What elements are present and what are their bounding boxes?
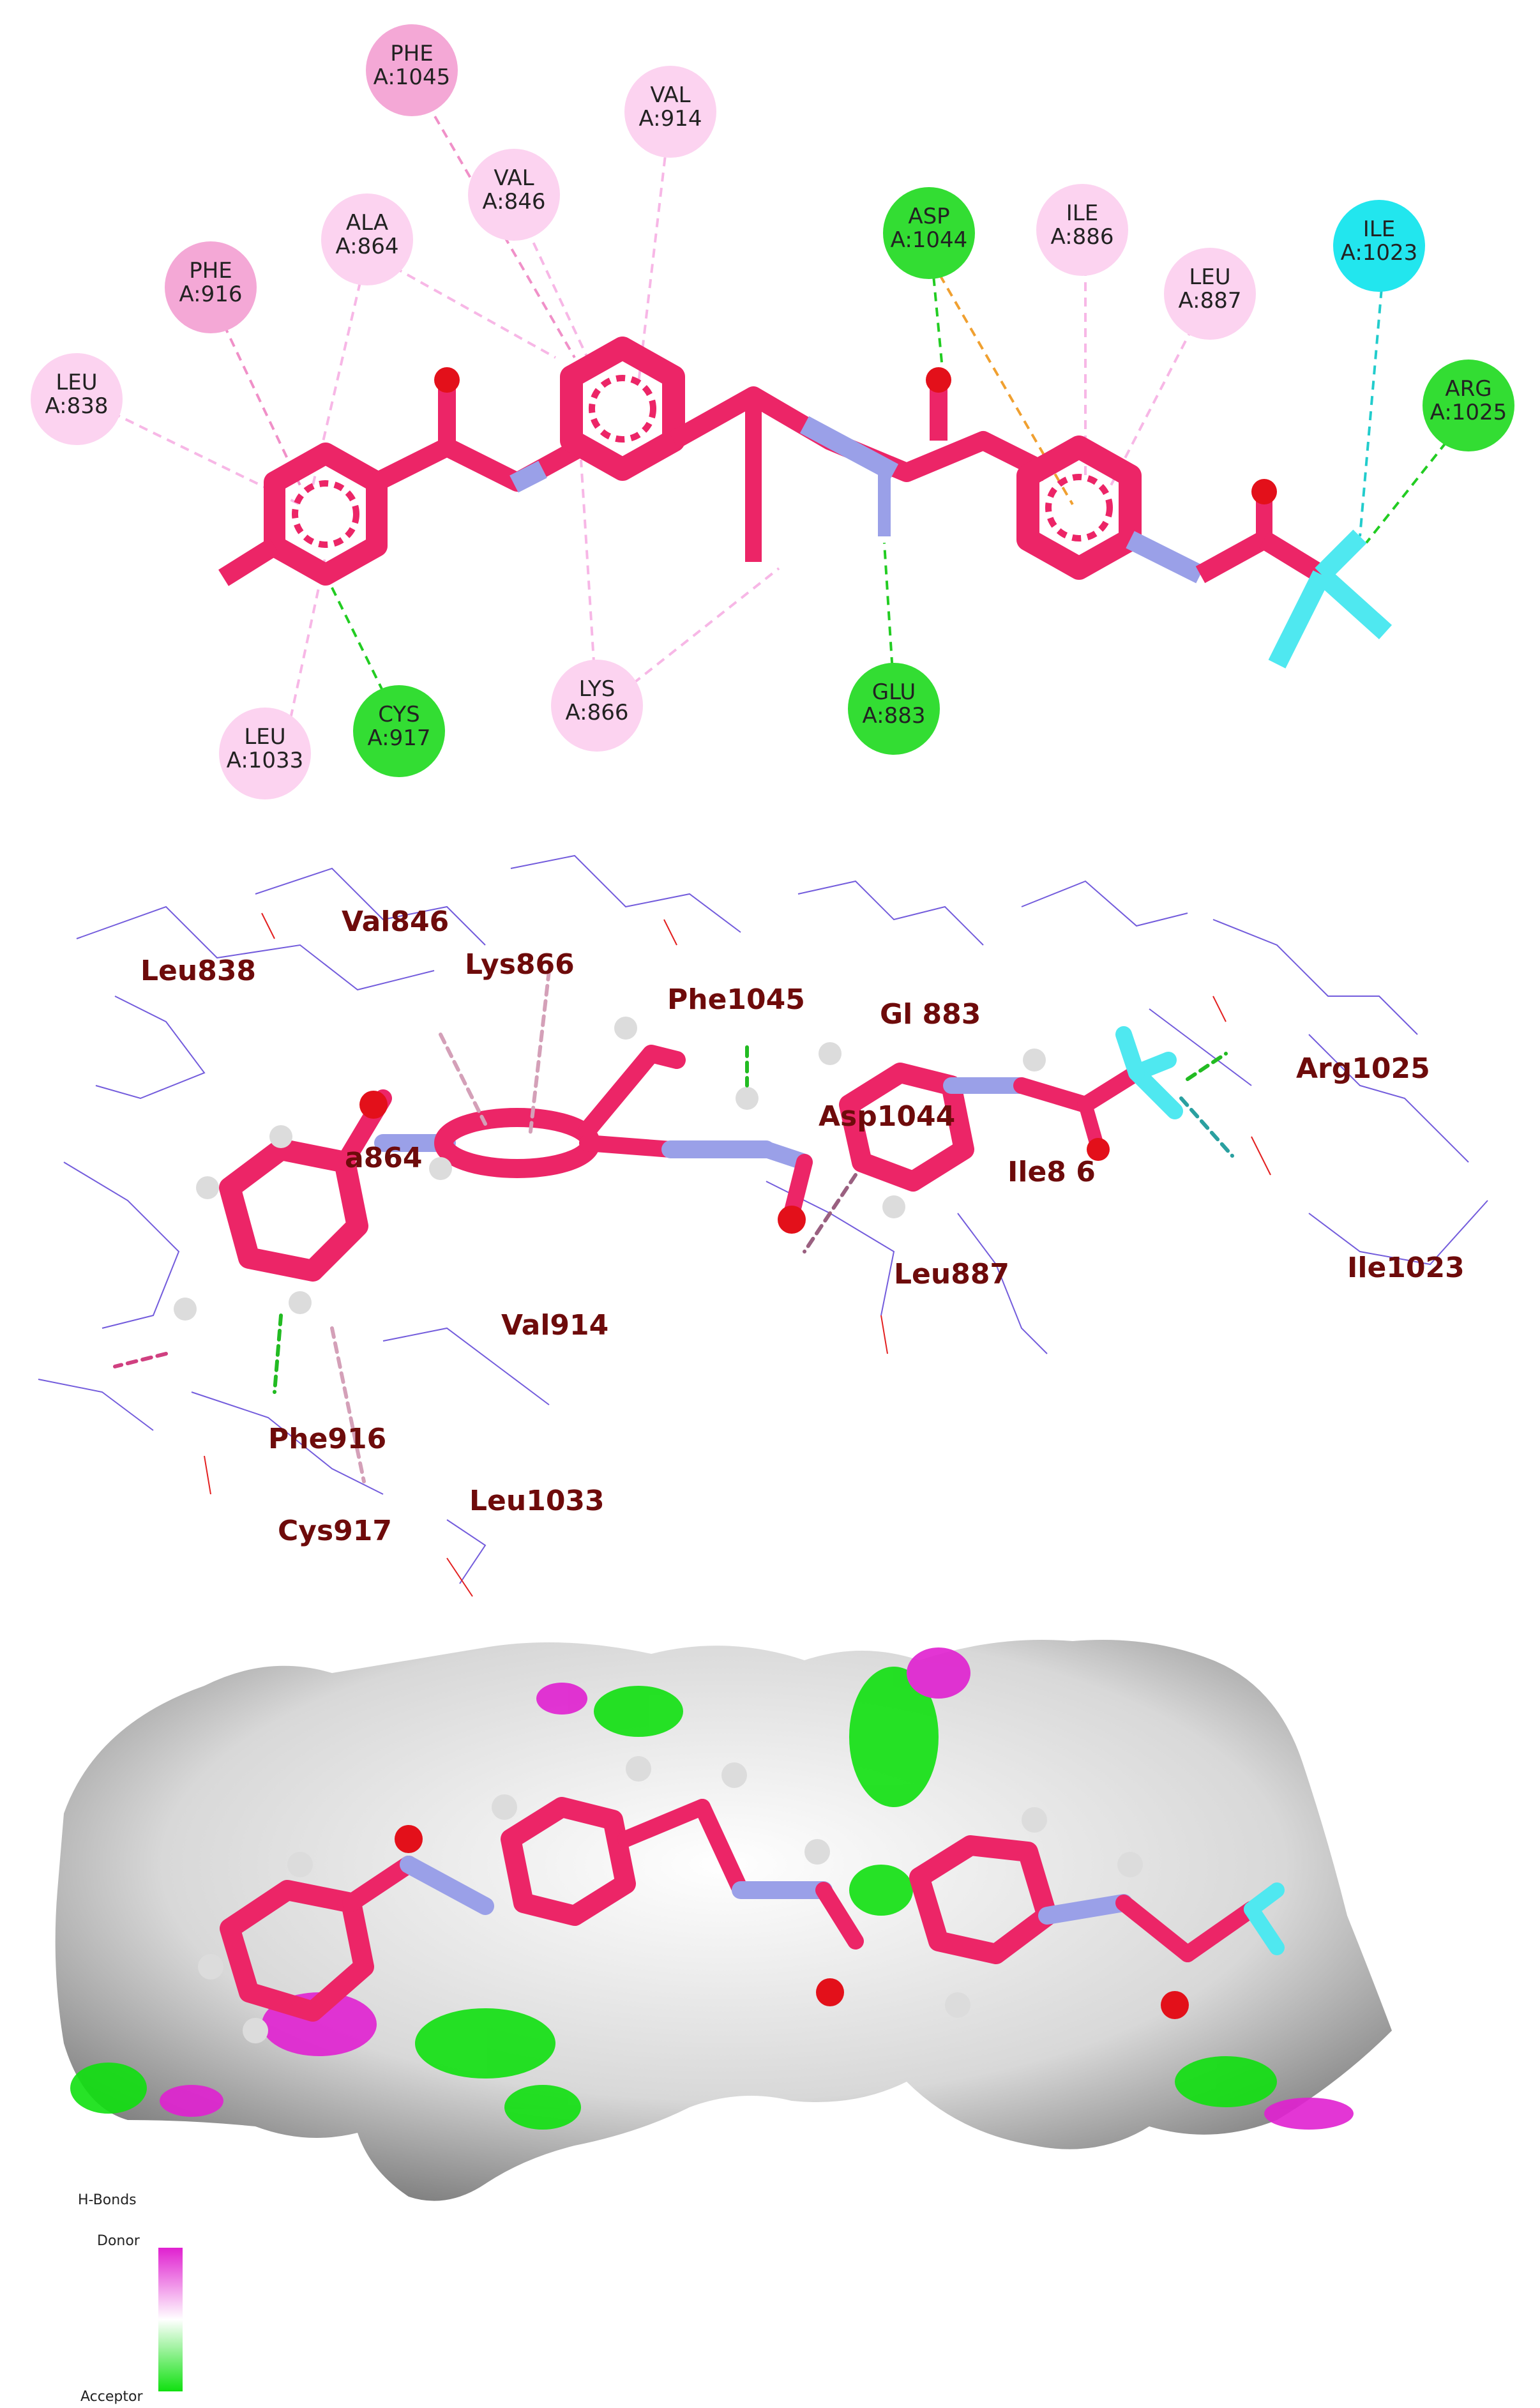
- svg-text:LEU: LEU: [56, 370, 97, 395]
- residue-cys917: CYS A:917: [353, 685, 445, 777]
- svg-text:LEU: LEU: [244, 724, 285, 750]
- label-leu1033: Leu1033: [469, 1485, 605, 1517]
- svg-text:PHE: PHE: [189, 258, 232, 284]
- panel-3d-binding-pose: Val846 Leu838 Lys866 Phe1045 Gl 883 Arg1…: [38, 854, 1488, 1597]
- ring-pyridine: [264, 443, 388, 586]
- label-leu838: Leu838: [140, 955, 256, 987]
- svg-text:A:1023: A:1023: [1341, 240, 1418, 266]
- svg-text:A:916: A:916: [179, 282, 242, 307]
- svg-text:A:917: A:917: [367, 725, 430, 751]
- svg-text:LYS: LYS: [579, 676, 615, 702]
- svg-text:ALA: ALA: [346, 210, 388, 236]
- residue-leu838: LEU A:838: [31, 353, 123, 445]
- residue-labels-3d: Val846 Leu838 Lys866 Phe1045 Gl 883 Arg1…: [140, 905, 1465, 1547]
- label-val914: Val914: [501, 1309, 608, 1342]
- svg-text:A:886: A:886: [1050, 224, 1113, 250]
- legend-donor-label: Donor: [97, 2233, 140, 2249]
- svg-text:ILE: ILE: [1363, 216, 1395, 242]
- svg-text:A:866: A:866: [565, 700, 628, 725]
- residue-lys866: LYS A:866: [551, 660, 643, 752]
- oxygen-atom: [434, 367, 460, 393]
- protein-wireframe-oxygen: [204, 912, 1271, 1597]
- legend-title: H-Bonds: [78, 2192, 137, 2208]
- residue-phe916: PHE A:916: [165, 241, 257, 333]
- label-arg1025: Arg1025: [1296, 1052, 1430, 1085]
- label-ile886: Ile8 6: [1008, 1156, 1096, 1188]
- oxygen-atom: [926, 367, 951, 393]
- oxygen-atom: [1251, 479, 1277, 504]
- residue-glu883: GLU A:883: [848, 663, 940, 755]
- svg-text:ARG: ARG: [1445, 376, 1491, 402]
- svg-text:ILE: ILE: [1066, 201, 1098, 226]
- residue-phe1045: PHE A:1045: [366, 24, 458, 116]
- svg-text:A:914: A:914: [638, 106, 702, 132]
- legend-acceptor-label: Acceptor: [80, 2389, 143, 2405]
- legend-colorbar: [158, 2248, 183, 2391]
- label-phe1045: Phe1045: [667, 983, 805, 1016]
- ring-phenyl-1: [560, 337, 685, 481]
- interaction-lines: [84, 75, 1467, 764]
- panel-2d-interaction-map: PHE A:1045 VAL A:914 VAL A:846 ALA A:864…: [31, 24, 1514, 799]
- svg-text:A:1045: A:1045: [374, 64, 451, 90]
- svg-text:A:887: A:887: [1178, 288, 1241, 314]
- residue-ile1023: ILE A:1023: [1333, 200, 1425, 292]
- label-phe916: Phe916: [268, 1423, 386, 1455]
- residue-ala864: ALA A:864: [321, 193, 413, 285]
- svg-text:GLU: GLU: [872, 679, 916, 705]
- residue-val914: VAL A:914: [624, 66, 716, 158]
- svg-text:PHE: PHE: [390, 41, 434, 66]
- svg-text:A:846: A:846: [482, 189, 545, 215]
- panel-hbond-surface: H-Bonds Donor Acceptor: [55, 1640, 1392, 2405]
- svg-text:VAL: VAL: [650, 82, 690, 108]
- ring-phenyl-2: [1016, 435, 1142, 580]
- residue-leu1033: LEU A:1033: [219, 708, 311, 799]
- protein-surface: [55, 1640, 1392, 2201]
- residue-leu887: LEU A:887: [1164, 248, 1256, 340]
- label-leu887: Leu887: [894, 1258, 1009, 1291]
- label-val846: Val846: [342, 905, 449, 938]
- residue-arg1025: ARG A:1025: [1423, 360, 1514, 451]
- label-ala864: a864: [345, 1142, 423, 1174]
- hbond-legend: H-Bonds Donor Acceptor: [78, 2192, 183, 2405]
- label-ile1023: Ile1023: [1347, 1252, 1465, 1284]
- label-cys917: Cys917: [278, 1515, 392, 1547]
- svg-text:A:1044: A:1044: [891, 227, 968, 253]
- svg-text:ASP: ASP: [908, 204, 949, 229]
- svg-text:A:1025: A:1025: [1430, 400, 1507, 425]
- ligand-3d: [113, 969, 1234, 1483]
- residue-asp1044: ASP A:1044: [883, 187, 975, 279]
- svg-text:A:883: A:883: [862, 703, 925, 729]
- svg-text:A:838: A:838: [45, 393, 108, 419]
- residue-circles: PHE A:1045 VAL A:914 VAL A:846 ALA A:864…: [31, 24, 1514, 799]
- label-lys866: Lys866: [465, 948, 575, 981]
- label-glu883: Gl 883: [880, 998, 981, 1031]
- ligand-surface-view: [198, 1756, 1285, 2043]
- residue-val846: VAL A:846: [468, 149, 560, 241]
- svg-text:A:864: A:864: [335, 234, 398, 259]
- svg-text:A:1033: A:1033: [227, 748, 304, 773]
- svg-text:LEU: LEU: [1189, 264, 1230, 290]
- ligand-2d: [218, 337, 1393, 669]
- residue-ile886: ILE A:886: [1036, 184, 1128, 276]
- label-asp1044: Asp1044: [819, 1100, 955, 1133]
- svg-text:CYS: CYS: [378, 702, 420, 727]
- svg-text:VAL: VAL: [494, 165, 534, 191]
